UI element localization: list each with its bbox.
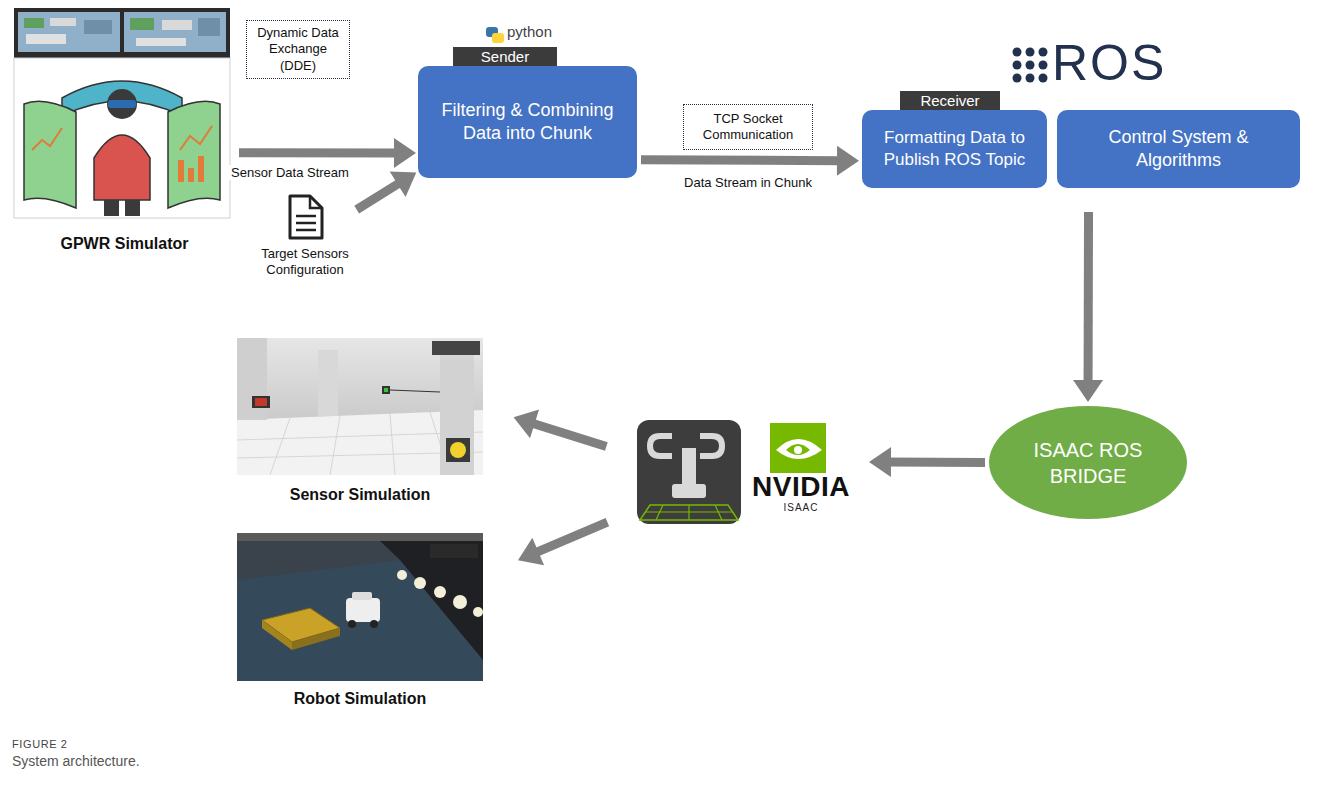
ellipse-shape — [988, 405, 1188, 520]
caption-text: Robot Simulation — [237, 689, 483, 708]
arrow-head — [837, 146, 859, 176]
tab-label: Sender — [453, 47, 557, 66]
flow-arrow — [641, 146, 859, 176]
arrow-shaft — [531, 423, 607, 447]
caption-text: Target Sensors Configuration — [255, 246, 355, 277]
protocol-box: TCP Socket Communication — [683, 104, 813, 150]
logo-text: ROS — [1052, 36, 1166, 91]
arrow-head — [390, 171, 417, 196]
python-icon — [486, 27, 504, 43]
process-body: Formatting Data to Publish ROS Topic — [862, 110, 1047, 188]
config-node: Target Sensors Configuration — [255, 192, 355, 277]
robot-screenshot — [237, 533, 483, 681]
flow-arrow — [869, 447, 985, 477]
figure-caption: System architecture. — [12, 753, 140, 769]
flow-arrow — [1073, 212, 1103, 402]
edge-label-wrap: Data Stream in Chunk — [682, 175, 814, 190]
nvidia-eye — [770, 423, 826, 473]
screenshot-node: Sensor Simulation — [237, 338, 483, 504]
logo-text: python — [507, 24, 552, 41]
flow-arrow — [357, 171, 417, 209]
arrow-head — [518, 538, 544, 566]
simulator-node: GPWR Simulator — [12, 8, 237, 253]
logo-text-block: NVIDIAISAAC — [745, 472, 857, 514]
process-text: Control System & Algorithms — [1067, 126, 1290, 173]
arrow-shaft — [1084, 212, 1093, 384]
arrow-head — [1073, 380, 1103, 402]
protocol-text: TCP Socket Communication — [689, 111, 807, 144]
protocol-text: Dynamic Data Exchange (DDE) — [252, 25, 344, 74]
bridge-ellipse: ISAAC ROS BRIDGE — [988, 405, 1188, 520]
arrow-shaft — [887, 458, 985, 467]
isaac-icon — [637, 420, 741, 524]
tab-label: Receiver — [900, 91, 1000, 110]
process-box: Control System & Algorithms — [1057, 110, 1300, 188]
process-text: Formatting Data to Publish ROS Topic — [872, 127, 1037, 171]
protocol-box: Dynamic Data Exchange (DDE) — [246, 20, 350, 79]
flow-arrow — [239, 138, 416, 168]
simulator-illustration — [14, 8, 230, 218]
document-icon — [290, 196, 322, 238]
edge-label: Data Stream in Chunk — [682, 175, 814, 190]
edge-label-wrap: Sensor Data Stream — [229, 165, 351, 180]
arrow-head — [869, 447, 891, 477]
process-body: Filtering & Combining Data into Chunk — [418, 66, 637, 178]
arrow-shaft — [239, 148, 398, 157]
brand-text: NVIDIA — [745, 472, 857, 502]
sensor-screenshot — [237, 338, 483, 475]
arrow-shaft — [535, 522, 608, 553]
label-wrap: python — [507, 24, 552, 41]
flow-arrow — [514, 410, 607, 447]
process-box: SenderFiltering & Combining Data into Ch… — [418, 47, 637, 178]
edge-label: Sensor Data Stream — [229, 165, 351, 180]
label-wrap: ROS — [1052, 36, 1166, 91]
bridge-text: ISAAC ROS BRIDGE — [1023, 437, 1153, 489]
caption-text: Sensor Simulation — [237, 485, 483, 504]
arrow-head — [514, 410, 539, 439]
process-box: ReceiverFormatting Data to Publish ROS T… — [862, 91, 1047, 188]
logo-node: NVIDIAISAAC — [635, 418, 859, 528]
figure-number: FIGURE 2 — [12, 738, 68, 750]
screenshot-node: Robot Simulation — [237, 533, 483, 708]
flow-arrow — [518, 522, 607, 565]
arrow-shaft — [357, 182, 401, 210]
label-wrap: FIGURE 2 — [12, 738, 68, 750]
arrow-shaft — [641, 160, 841, 161]
process-text: Filtering & Combining Data into Chunk — [428, 99, 627, 146]
caption-text: GPWR Simulator — [12, 234, 237, 253]
ros-dots — [1013, 48, 1048, 83]
caption-wrap: System architecture. — [12, 753, 140, 769]
arrow-head — [394, 138, 416, 168]
brand-subtext: ISAAC — [745, 502, 857, 514]
ellipse-fill — [989, 406, 1187, 519]
